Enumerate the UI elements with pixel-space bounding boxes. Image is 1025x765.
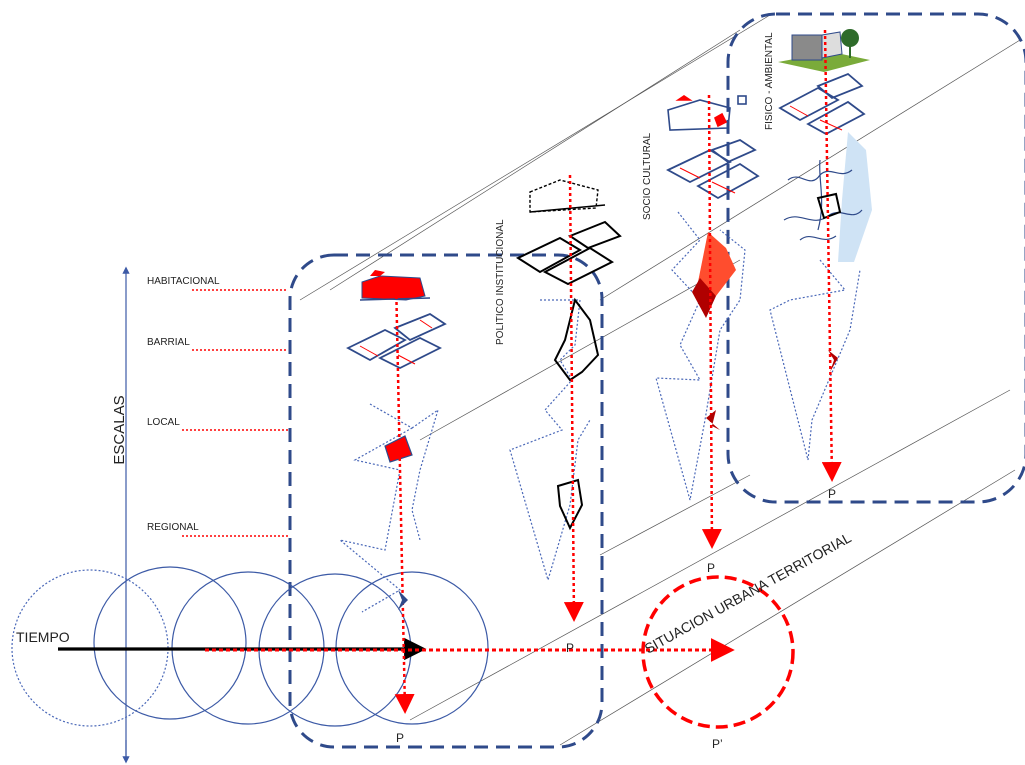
label-local: LOCAL (147, 417, 180, 428)
layer-label-politico: POLITICO INSTITUCIONAL (495, 219, 506, 345)
label-barrial: BARRIAL (147, 337, 190, 348)
perspective-lines (299, 14, 1021, 746)
scale-labels: HABITACIONAL BARRIAL LOCAL REGIONAL (147, 276, 288, 537)
front-region-outline (411, 408, 440, 541)
socio-local-shape-dark (692, 278, 716, 318)
front-blocks-icon (346, 312, 447, 370)
fisico-local-shape (816, 192, 842, 220)
fisico-water-shape (838, 132, 872, 262)
p-fisico-label: P (828, 487, 836, 501)
layer-label-socio: SOCIO CULTURAL (642, 133, 653, 220)
front-vertical-arrow (394, 277, 415, 714)
label-regional: REGIONAL (147, 522, 199, 533)
socio-local-shape (698, 232, 736, 296)
politico-region-outline (509, 299, 591, 583)
front-house-icon (359, 270, 431, 301)
p-prime-label: P’ (712, 737, 723, 751)
politico-vertical-arrow (563, 174, 584, 622)
fisico-column: FISICO - AMBIENTAL (764, 29, 872, 482)
perspective-line (329, 29, 741, 291)
p-politico-label: P (566, 641, 574, 655)
scales-axis-label: ESCALAS (111, 395, 128, 464)
p-prime-circle (641, 575, 795, 729)
perspective-line (409, 389, 1011, 721)
politico-district-shape (553, 297, 600, 382)
time-circle (93, 566, 247, 720)
layer-label-fisico: FISICO - AMBIENTAL (764, 32, 775, 130)
socio-blocks-icon (666, 139, 760, 200)
front-local-shape (384, 435, 413, 463)
fisico-region-outline (769, 259, 861, 461)
fisico-house-icon (778, 29, 870, 72)
territorial-title: SITUACION URBANA TERRITORIAL (642, 529, 854, 656)
perspective-line (599, 39, 1021, 301)
socio-building-icon (667, 95, 747, 131)
politico-building-icon (529, 179, 606, 213)
time-label: TIEMPO (16, 629, 70, 645)
front-marker-icon (398, 590, 408, 610)
politico-blocks-icon (515, 220, 622, 286)
socio-region-outline (655, 211, 746, 501)
p-front-label: P (396, 731, 404, 745)
politico-local-shape (556, 478, 584, 531)
perspective-line (419, 259, 741, 441)
fisico-marker-icon (828, 350, 838, 372)
perspective-line (599, 474, 751, 556)
perspective-line (559, 469, 1016, 746)
perspective-line (299, 14, 771, 301)
time-circles (11, 566, 489, 727)
socio-column: SOCIO CULTURAL (642, 94, 760, 549)
front-region-outline (339, 403, 414, 613)
politico-column: POLITICO INSTITUCIONAL (495, 174, 622, 622)
front-column (339, 270, 447, 714)
front-panel (288, 253, 604, 749)
fisico-vertical-arrow (821, 29, 842, 482)
label-habitacional: HABITACIONAL (147, 276, 220, 287)
fisico-blocks-icon (778, 72, 866, 136)
socio-vertical-arrow (701, 94, 722, 549)
p-socio-label: P (707, 561, 715, 575)
socio-marker-icon (706, 410, 720, 430)
